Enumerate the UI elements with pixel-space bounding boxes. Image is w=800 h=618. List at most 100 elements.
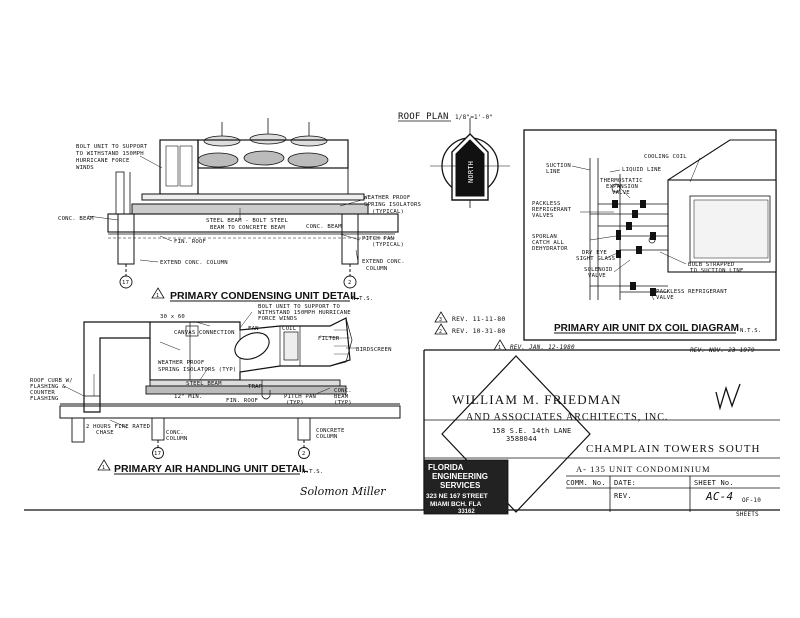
fin-roof-label: FIN. ROOF [174,239,207,245]
bulb-strapped-1: BULB STRAPPED [688,262,735,268]
trap-label: TRAP [248,384,263,390]
weatherproof-note-1: WEATHER PROOF [364,195,411,201]
birdscreen-label: BIRDSCREEN [356,347,392,353]
ahu-bolt-note-3: FORCE WINDS [258,316,297,322]
bolt-note-2: TO WITHSTAND 150MPH [76,151,144,157]
fan-icon [234,332,270,360]
packless-ref-1: PACKLESS REFRIGERANT [656,289,728,295]
firm-address: 158 S.E. 14th LANE [492,427,571,435]
sporlan-3: DEHYDRATOR [532,246,568,252]
firm-name: WILLIAM M. FRIEDMAN [452,392,622,407]
extend-column-label: EXTEND CONC. COLUMN [160,260,228,266]
roof-curb-2: FLASHING & [30,384,66,390]
dx-coil-nts: N.T.S. [740,328,761,334]
stamp-line-2: ENGINEERING [432,472,488,481]
roof-curb-3: COUNTER [30,390,55,396]
ahu-conc-1: CONC. [334,388,352,394]
packless-valves-3: VALVES [532,213,553,219]
project-description: A- 135 UNIT CONDOMINIUM [576,464,711,474]
ahu-weather-2: SPRING ISOLATORS (TYP) [158,367,237,373]
sporlan-2: CATCH ALL [532,240,565,246]
concrete-beam [107,213,399,233]
stamp-line-1: FLORIDA [428,463,464,472]
ahu-conc-col-1: CONC. [166,430,184,436]
steel-beam-note-2: BEAM TO CONCRETE BEAM [210,225,285,231]
revision-3: REV. JAN. 12-1980 [510,344,575,351]
sporlan-1: SPORLAN [532,234,557,240]
extend-column-label-2b: COLUMN [366,266,387,272]
bolt-note-4: WINDS [76,165,94,171]
bolt-note-1: BOLT UNIT TO SUPPORT [76,144,148,150]
ahu-fin-roof: FIN. ROOF [226,398,259,404]
packless-valves-2: REFRIGERANT [532,207,572,213]
steel-beam-ahu [145,385,347,395]
stamp-line-6: 33162 [458,509,475,515]
condensing-detail-title: PRIMARY CONDENSING UNIT DETAIL [170,290,360,302]
roof-curb-1: ROOF CURB W/ [30,378,73,384]
filter-label: FILTER [318,336,340,342]
rev-label: REV. [614,492,632,500]
condensing-unit-detail: 17 2 BOLT UNIT TO SUPPORT TO WITHSTAND 1… [58,118,421,302]
stamp-line-5: MIAMI BCH. FLA [430,501,482,508]
svg-text:1: 1 [156,293,159,299]
column-2-label: 2 [348,280,352,286]
stamp-line-4: 323 NE 167 STREET [426,493,488,500]
sheets-label: SHEETS [736,511,759,518]
pitch-pan-label: PITCH PAN [362,236,394,242]
sheet-number: AC-4 [705,490,733,503]
coil-label: COIL [282,326,297,332]
canvas-connection-label: CANVAS CONNECTION [174,330,235,336]
roof-plan-scale: 1/8"=1'-0" [455,114,493,121]
min-height-label: 12" MIN. [174,394,203,400]
condensing-unit-cabinet [159,139,199,195]
ahu-column-17: 17 [154,451,161,457]
condensing-nts: N.T.S. [352,296,373,302]
stamp-line-3: SERVICES [440,481,481,490]
ahu-nts: N.T.S. [302,469,323,475]
engineering-stamp [423,459,509,515]
packless-ref-2: VALVE [656,295,674,301]
roof-plan: ROOF PLAN 1/8"=1'-0" NORTH [398,112,510,208]
north-label: NORTH [467,161,475,183]
thermostatic-2: EXPANSION [606,184,638,190]
chase-label-1: 2 HOURS FIRE RATED [86,424,151,430]
suction-line-2: LINE [546,169,561,175]
title-block: WILLIAM M. FRIEDMAN AND ASSOCIATES ARCHI… [24,349,780,518]
bolt-note-3: HURRICANE FORCE [76,158,130,164]
solenoid-2: VALVE [588,273,606,279]
north-arrow-icon [430,118,510,208]
pitch-pan-typ: (TYPICAL) [372,242,404,248]
ahu-concrete-2: COLUMN [316,434,337,440]
column-17-label: 17 [122,280,129,286]
supply-duct [83,321,151,413]
steel-beam [131,203,369,215]
title-diamond [441,355,591,513]
firm-phone: 3588044 [506,435,537,443]
dry-eye-2: SIGHT GLASS [576,256,615,262]
conc-beam-label-2: CONC. BEAM [306,224,342,230]
weatherproof-note-2: SPRING ISOLATORS [364,202,421,208]
svg-text:1: 1 [102,465,105,471]
date-label: DATE: [614,479,636,487]
thermostatic-1: THERMOSTATIC [600,178,643,184]
dx-coil-title: PRIMARY AIR UNIT DX COIL DIAGRAM [554,323,739,334]
extend-column-label-2a: EXTEND CONC. [362,259,405,265]
solenoid-1: SOLENOID [584,267,613,273]
revision-2: REV. 10-31-80 [452,327,505,335]
duct-size-label: 30 x 60 [160,314,185,320]
project-name: CHAMPLAIN TOWERS SOUTH [586,443,760,455]
ahu-bolt-note-1: BOLT UNIT TO SUPPORT TO [258,304,340,310]
ahu-pitch-typ: (TYP) [286,400,304,406]
ahu-conc-3: (TYP) [334,400,352,406]
rev-tri-3: 3 [439,317,442,323]
sheet-no-label: SHEET No. [694,479,734,487]
packless-valves-1: PACKLESS [532,201,561,207]
rev-tri-2: 2 [439,329,442,335]
steel-beam-note-1: STEEL BEAM - BOLT STEEL [206,218,288,224]
roof-plan-title: ROOF PLAN [398,112,449,122]
liquid-line-label: LIQUID LINE [622,167,662,173]
condenser-fans [197,118,329,168]
suction-line-1: SUCTION [546,163,571,169]
